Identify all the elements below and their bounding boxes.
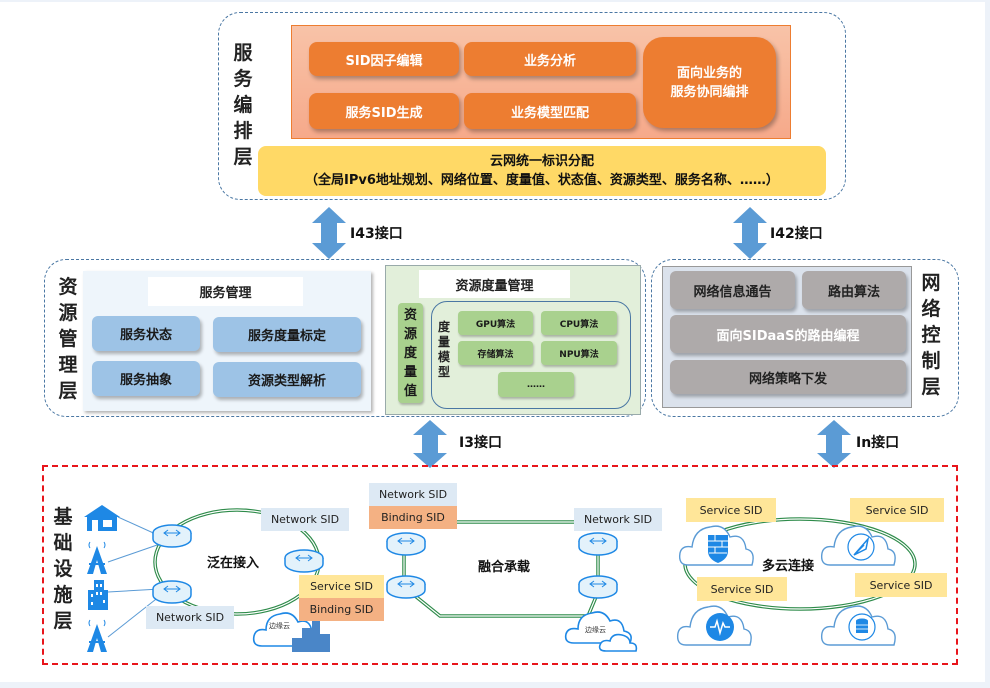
service-sid-tag: Service SID xyxy=(855,573,947,597)
storage-algorithm-button[interactable]: 存储算法 xyxy=(458,341,533,365)
office-building-icon xyxy=(88,580,108,610)
business-analysis-button[interactable]: 业务分析 xyxy=(464,42,636,76)
service-coordinated-orchestration-button[interactable]: 面向业务的 服务协同编排 xyxy=(643,37,776,128)
i42-interface-label: I42接口 xyxy=(770,226,823,242)
service-metric-calibration-button[interactable]: 服务度量标定 xyxy=(213,317,361,352)
service-orchestration-title: 服务编排层 xyxy=(233,42,253,168)
router-icon xyxy=(152,580,192,604)
router-icon xyxy=(386,532,426,556)
npu-algorithm-button[interactable]: NPU算法 xyxy=(541,341,617,365)
id-allocation-box[interactable]: 云网统一标识分配 （全局IPv6地址规划、网络位置、度量值、状态值、资源类型、服… xyxy=(258,146,826,196)
edge-cloud-label: 边缘云 xyxy=(585,626,606,634)
infrastructure-title: 基础设施层 xyxy=(53,506,73,632)
firewall-cloud-icon xyxy=(678,525,754,566)
id-allocation-title: 云网统一标识分配 xyxy=(489,154,594,169)
network-sid-tag: Network SID xyxy=(261,508,349,531)
id-allocation-detail: （全局IPv6地址规划、网络位置、度量值、状态值、资源类型、服务名称、……） xyxy=(305,173,779,188)
edge-cloud-label: 边缘云 xyxy=(269,622,290,630)
resource-management-layer xyxy=(44,259,646,417)
multi-cloud-label: 多云连接 xyxy=(762,559,815,574)
i3-interface-label: I3接口 xyxy=(459,435,502,451)
service-sid-tag: Service SID xyxy=(686,498,776,522)
i43-double-arrow-icon xyxy=(312,207,346,259)
network-control-layer xyxy=(651,259,959,417)
big-button-line-1: 面向业务的 xyxy=(676,65,742,81)
service-status-button[interactable]: 服务状态 xyxy=(92,316,200,351)
resource-metric-value-label: 资源度量值 xyxy=(403,307,417,399)
router-icon xyxy=(284,549,324,573)
network-sid-tag: Network SID xyxy=(146,606,234,629)
i3-double-arrow-icon xyxy=(413,420,447,468)
service-sid-generation-button[interactable]: 服务SID生成 xyxy=(309,93,459,129)
database-cloud-icon xyxy=(820,605,896,646)
network-info-advertisement-button[interactable]: 网络信息通告 xyxy=(670,271,795,309)
in-double-arrow-icon xyxy=(817,420,851,468)
resource-management-title: 资源管理层 xyxy=(58,276,78,402)
service-sid-tag: Service SID xyxy=(697,577,787,601)
sid-factor-edit-button[interactable]: SID因子编辑 xyxy=(309,42,459,76)
service-abstraction-button[interactable]: 服务抽象 xyxy=(92,361,200,396)
home-icon xyxy=(84,505,120,531)
service-orchestration-layer xyxy=(218,12,846,200)
resource-metric-value-button[interactable]: 资源度量值 xyxy=(398,303,423,403)
router-icon xyxy=(386,575,426,599)
edge-cloud-icon xyxy=(564,611,638,652)
signal-tower-icon xyxy=(87,619,107,652)
router-icon xyxy=(578,575,618,599)
i43-interface-label: I43接口 xyxy=(350,226,403,242)
ubiquitous-access-label: 泛在接入 xyxy=(207,556,260,571)
infrastructure-layer xyxy=(42,465,958,665)
sidaas-routing-programming-button[interactable]: 面向SIDaaS的路由编程 xyxy=(670,315,906,353)
gpu-algorithm-button[interactable]: GPU算法 xyxy=(458,311,533,335)
network-control-title: 网络控制层 xyxy=(921,272,941,398)
network-policy-delivery-button[interactable]: 网络策略下发 xyxy=(670,360,906,394)
more-algorithms-button[interactable]: …… xyxy=(498,372,574,397)
service-management-title: 服务管理 xyxy=(148,277,303,306)
service-sid-tag: Service SID xyxy=(299,575,384,598)
metric-model-group xyxy=(431,301,631,409)
in-interface-label: In接口 xyxy=(856,435,900,451)
rocket-cloud-icon xyxy=(820,525,896,566)
monitoring-cloud-icon xyxy=(676,605,752,646)
router-icon xyxy=(152,524,192,548)
resource-type-parsing-button[interactable]: 资源类型解析 xyxy=(213,362,361,397)
routing-algorithm-button[interactable]: 路由算法 xyxy=(802,271,906,309)
big-button-line-2: 服务协同编排 xyxy=(670,84,749,100)
edge-cloud-icon xyxy=(252,612,330,652)
cpu-algorithm-button[interactable]: CPU算法 xyxy=(541,311,617,335)
network-sid-tag: Network SID xyxy=(369,483,457,506)
converged-bearer-label: 融合承载 xyxy=(478,560,531,575)
service-sid-tag: Service SID xyxy=(850,498,944,522)
business-model-match-button[interactable]: 业务模型匹配 xyxy=(464,93,636,129)
metric-model-label: 度量模型 xyxy=(438,320,451,379)
binding-sid-tag: Binding SID xyxy=(299,598,384,621)
resource-metric-title: 资源度量管理 xyxy=(419,270,570,298)
router-icon xyxy=(578,532,618,556)
signal-tower-icon xyxy=(87,541,107,574)
binding-sid-tag: Binding SID xyxy=(369,506,457,529)
i42-double-arrow-icon xyxy=(733,207,767,259)
network-sid-tag: Network SID xyxy=(574,508,662,531)
